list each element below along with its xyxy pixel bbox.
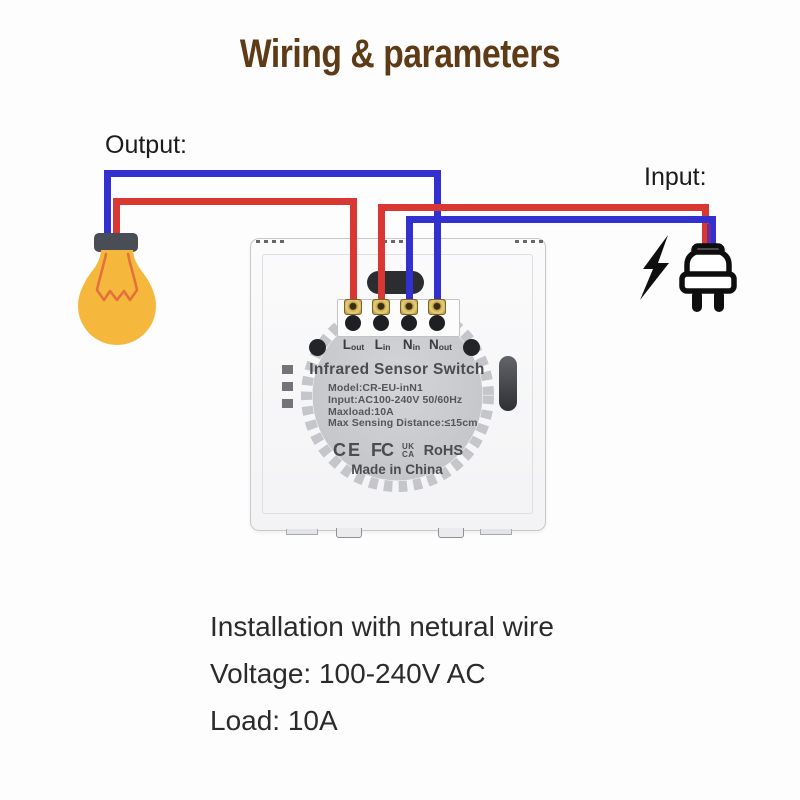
spec-sensing-distance: Max Sensing Distance:≤15cm	[328, 417, 478, 430]
bulb-filament	[95, 252, 139, 302]
plug-body	[679, 243, 737, 312]
made-in-label: Made in China	[351, 462, 443, 477]
product-name: Infrared Sensor Switch	[309, 361, 485, 378]
terminal-label-lin: Lin	[374, 337, 391, 352]
output-label: Output:	[105, 131, 187, 159]
wire-neutral-input-horizontal	[406, 216, 716, 223]
plate-top-notch	[367, 271, 424, 294]
spec-input: Input:AC100-240V 50/60Hz	[328, 393, 463, 406]
terminal-label-nin: Nin	[402, 337, 421, 352]
plug-prong	[692, 290, 702, 312]
ukca-mark: UK CA	[402, 442, 415, 459]
plug-dome	[684, 249, 732, 280]
power-plug-icon	[640, 235, 737, 312]
terminal-screw-nout	[428, 299, 446, 315]
spec-maxload: Maxload:10A	[328, 405, 394, 418]
bulb-cap	[94, 233, 138, 252]
side-notch	[282, 382, 293, 391]
param-voltage: Voltage: 100-240V AC	[210, 658, 486, 689]
param-installation: Installation with netural wire	[210, 611, 554, 642]
gear-teeth-ring	[301, 299, 494, 492]
plate-tab	[286, 529, 318, 535]
wire-neutral-input-plug-leg	[709, 216, 716, 258]
wire-live-input-plug-leg	[702, 204, 709, 254]
wire-overlap-blend	[707, 224, 711, 254]
terminal-hole	[429, 315, 445, 331]
wire-live-input-terminal-leg	[378, 204, 385, 308]
rohs-mark: RoHS	[423, 442, 464, 459]
terminal-screw-lin	[372, 299, 390, 315]
terminal-hole	[373, 315, 389, 331]
terminal-hole	[401, 315, 417, 331]
page-title: Wiring & parameters	[239, 32, 561, 76]
mount-screw-hole	[309, 339, 326, 356]
terminal-labels: Lout Lin Nin Nout	[339, 336, 457, 354]
wire-neutral-output-horizontal	[104, 170, 441, 177]
wire-neutral-input-terminal-leg	[406, 216, 413, 308]
side-notch	[282, 399, 293, 408]
plate-tab	[480, 529, 512, 535]
side-notch	[282, 365, 293, 374]
bulb-glass	[78, 250, 156, 345]
wire-live-output-bulb-leg	[113, 198, 120, 240]
side-slot	[499, 356, 517, 411]
ce-mark: CE	[333, 440, 363, 460]
terminal-screw-nin	[400, 299, 418, 315]
fcc-mark: FC	[371, 440, 394, 460]
wire-neutral-output-terminal-leg	[434, 170, 441, 308]
terminal-label-lout: Lout	[342, 337, 365, 352]
terminal-screw-lout	[344, 299, 362, 315]
plug-prong	[714, 290, 724, 312]
mount-screw-hole	[463, 339, 480, 356]
input-label: Input:	[644, 163, 707, 191]
certification-marks: CE FC UK CA RoHS	[333, 440, 463, 461]
switch-plate-bezel	[262, 254, 533, 514]
wire-live-output-terminal-leg	[350, 198, 357, 308]
param-load: Load: 10A	[210, 705, 338, 736]
spec-lines: Model:CR-EU-inN1 Input:AC100-240V 50/60H…	[328, 382, 478, 430]
plate-texture-marks	[515, 240, 543, 243]
plate-texture-marks	[256, 240, 284, 243]
light-bulb-icon	[78, 233, 156, 345]
plate-tab	[438, 528, 464, 538]
gear-backplate	[301, 299, 494, 492]
wire-live-output-horizontal	[113, 198, 357, 205]
plate-tab	[336, 528, 362, 538]
terminal-hole	[345, 315, 361, 331]
plug-base	[679, 271, 737, 294]
backplate-circle	[312, 310, 483, 481]
lightning-bolt-icon	[640, 235, 669, 300]
plate-texture-marks	[383, 240, 403, 243]
spec-model: Model:CR-EU-inN1	[328, 382, 423, 394]
wire-live-input-horizontal	[378, 204, 709, 211]
terminal-label-nout: Nout	[429, 337, 452, 352]
wire-neutral-output-bulb-leg	[104, 170, 111, 240]
